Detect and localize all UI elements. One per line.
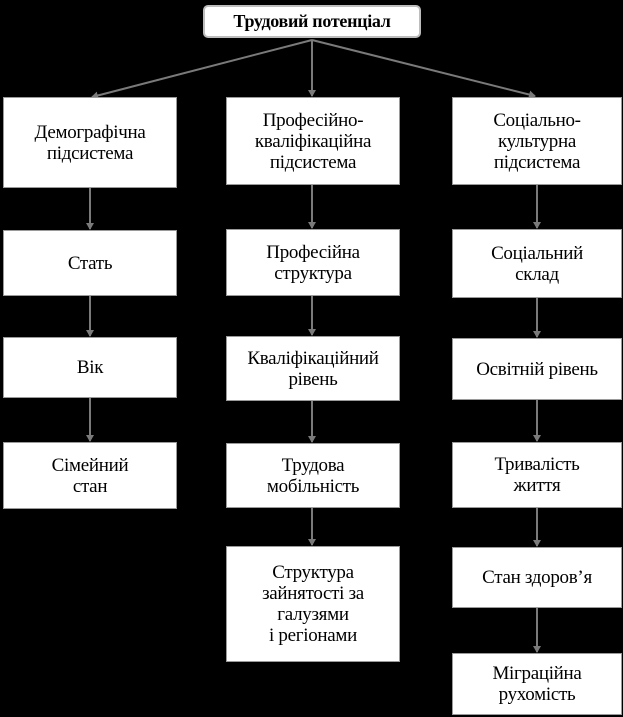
node-labor-mobility: Трудова мобільність	[226, 443, 400, 508]
node-marital-status: Сімейний стан	[3, 442, 177, 509]
node-qualification-level: Кваліфікаційний рівень	[226, 336, 400, 401]
node-migration-mobility: Міграційна рухомість	[452, 653, 622, 715]
node-sex: Стать	[3, 230, 177, 296]
connector-title-left	[91, 39, 313, 100]
sociocultural-subsystem-header: Соціально- культурна підсистема	[452, 97, 622, 185]
node-social-composition: Соціальний склад	[452, 229, 622, 298]
node-health-status: Стан здоров’я	[452, 547, 622, 608]
professional-subsystem-header: Професійно- кваліфікаційна підсистема	[226, 97, 400, 185]
node-employment-structure: Структура зайнятості за галузями і регіо…	[226, 546, 400, 662]
connector-title-right	[311, 39, 536, 99]
node-life-expectancy: Тривалість життя	[452, 442, 622, 508]
node-age: Вік	[3, 337, 177, 398]
demographic-subsystem-header: Демографічна підсистема	[3, 97, 177, 188]
node-education-level: Освітній рівень	[452, 338, 622, 400]
diagram-title: Трудовий потенціал	[203, 5, 421, 38]
node-professional-structure: Професійна структура	[226, 229, 400, 296]
